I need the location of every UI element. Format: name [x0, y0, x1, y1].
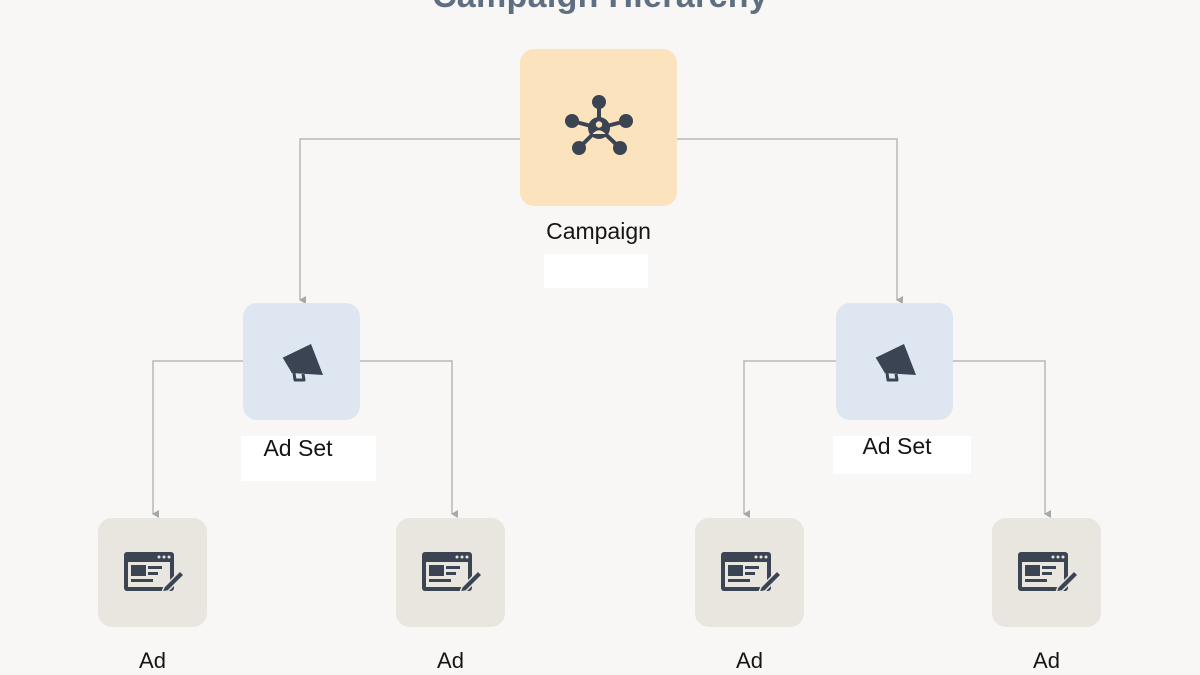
adset-node-right[interactable]: [836, 303, 953, 420]
connector-adset-right-to-ad-3: [743, 360, 836, 518]
campaign-node[interactable]: [520, 49, 677, 206]
connector-campaign-to-adset-left: [299, 138, 520, 304]
ad-creative-icon: [720, 551, 781, 593]
adset-node-left[interactable]: [243, 303, 360, 420]
megaphone-icon: [280, 343, 323, 381]
adset-label-left: Ad Set: [263, 435, 333, 461]
connector-campaign-to-adset-right: [677, 138, 903, 304]
ad-node-3[interactable]: [695, 518, 804, 627]
ad-creative-icon: [123, 551, 184, 593]
campaign-label: Campaign: [546, 218, 651, 244]
ad-label-2: Ad: [437, 648, 464, 673]
ad-creative-icon: [421, 551, 482, 593]
ad-label-1: Ad: [139, 648, 166, 673]
ad-node-4[interactable]: [992, 518, 1101, 627]
ad-node-2[interactable]: [396, 518, 505, 627]
ad-node-1[interactable]: [98, 518, 207, 627]
ad-creative-icon: [1017, 551, 1078, 593]
white-patch: [544, 254, 648, 288]
network-icon: [564, 94, 633, 155]
connector-adset-left-to-ad-1: [152, 360, 243, 518]
megaphone-icon: [873, 343, 916, 381]
ad-label-3: Ad: [736, 648, 763, 673]
ad-label-4: Ad: [1033, 648, 1060, 673]
diagram-title: Campaign Hierarchy: [0, 0, 1200, 16]
connector-adset-left-to-ad-2: [360, 360, 458, 518]
white-patch: [833, 436, 971, 474]
adset-label-right: Ad Set: [862, 433, 932, 459]
white-patch: [241, 436, 376, 481]
connector-adset-right-to-ad-4: [953, 360, 1051, 518]
